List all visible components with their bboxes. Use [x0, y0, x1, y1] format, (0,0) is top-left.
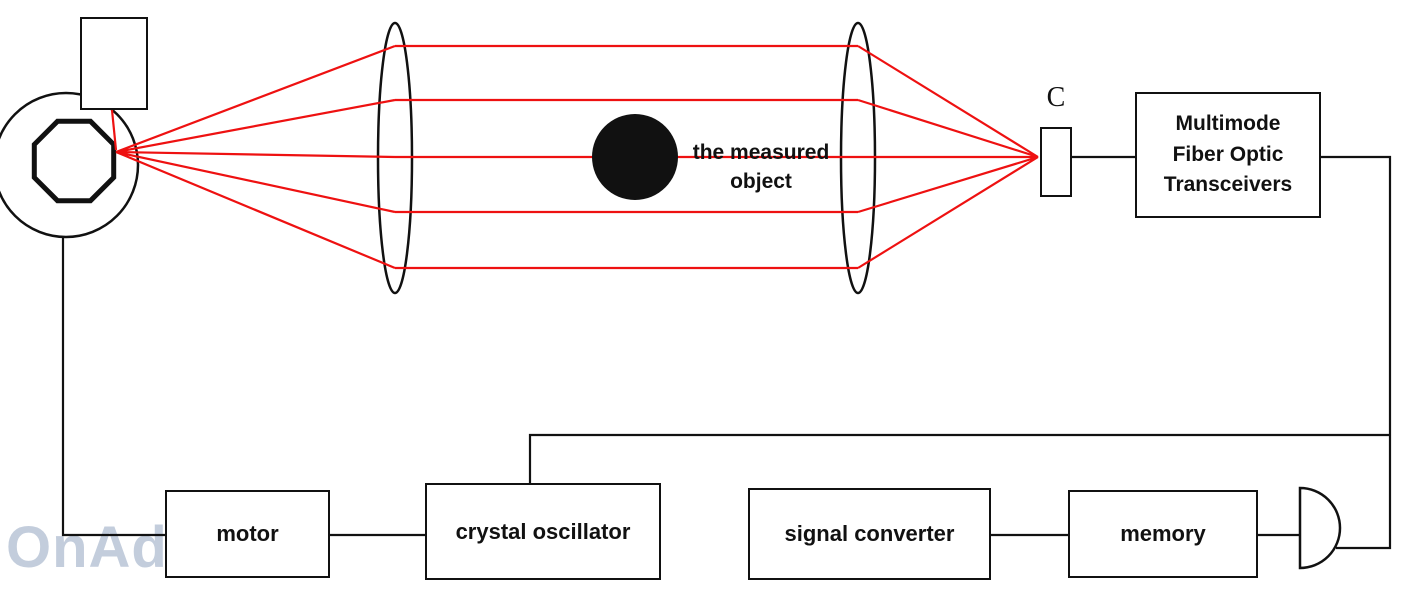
detector-c-box: [1040, 127, 1072, 197]
transceiver-label-line2: Fiber Optic: [1172, 142, 1284, 166]
motor-box: motor: [165, 490, 330, 578]
connector-lines: [61, 155, 1392, 550]
laser-fan-left: [115, 44, 396, 270]
rotating-mirror-scanner: [0, 91, 140, 239]
laser-fan-right: [857, 45, 1039, 269]
signal-converter-label: signal converter: [784, 521, 955, 546]
laser-feed-line: [110, 109, 118, 151]
signal-converter-box: signal converter: [748, 488, 991, 580]
measured-object-label: the measured object: [692, 141, 830, 194]
polygon-mirror: [31, 118, 117, 204]
d-combiner-shape: [1298, 486, 1342, 570]
laser-source-box: [80, 17, 148, 110]
motor-label: motor: [216, 521, 279, 546]
crystal-oscillator-box: crystal oscillator: [425, 483, 661, 580]
transceiver-box: Multimode Fiber Optic Transceivers: [1135, 92, 1321, 218]
measured-object-circle: [592, 114, 678, 200]
c-label: C: [1046, 82, 1066, 113]
transceiver-label-line3: Transceivers: [1163, 173, 1293, 197]
crystal-oscillator-label: crystal oscillator: [455, 518, 631, 544]
memory-label: memory: [1120, 521, 1206, 546]
transceiver-label-line1: Multimode: [1175, 112, 1281, 136]
laser-rays: [110, 44, 1039, 270]
memory-box: memory: [1068, 490, 1258, 578]
